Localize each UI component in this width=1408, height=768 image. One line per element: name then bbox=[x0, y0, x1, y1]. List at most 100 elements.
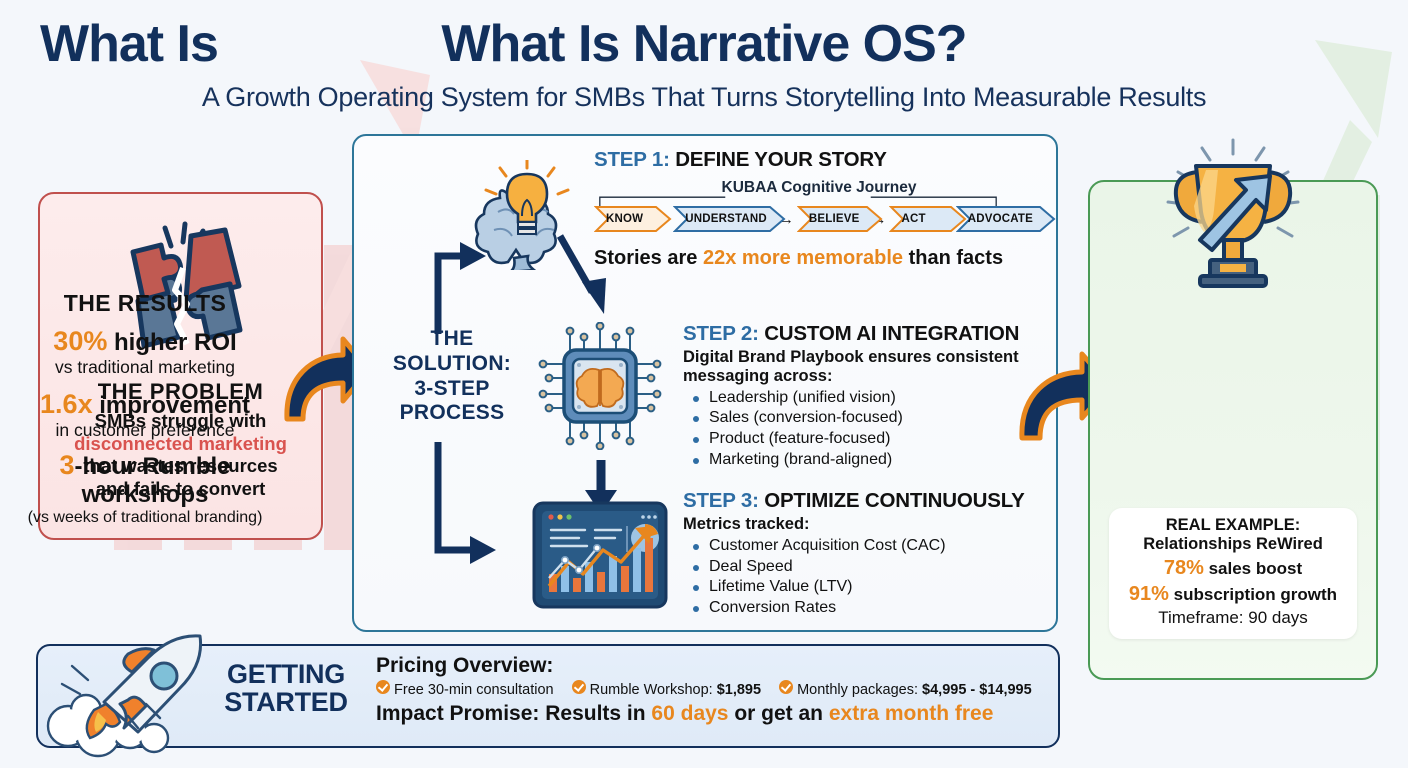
broken-puzzle-icon bbox=[97, 212, 265, 375]
pricing-item-1-label: Free 30-min consultation bbox=[394, 682, 554, 698]
pricing-items-row: Free 30-min consultation Rumble Workshop… bbox=[376, 680, 1048, 698]
pricing-item-3-label: Monthly packages: bbox=[797, 682, 923, 698]
result-stat-3: 3-hour Rumble workshops (vs weeks of tra… bbox=[0, 450, 290, 527]
result-stat-1-main: 30% higher ROI bbox=[0, 326, 290, 357]
getting-started-label: GETTING STARTED bbox=[196, 660, 376, 716]
trophy-growth-arrow-icon bbox=[1158, 138, 1308, 303]
step-3-bullet-list: Customer Acquisition Cost (CAC) Deal Spe… bbox=[683, 536, 1053, 619]
getting-started-bar bbox=[36, 644, 1060, 748]
pricing-item-2: Rumble Workshop: $1,895 bbox=[571, 680, 762, 698]
step-1-number: STEP 1: bbox=[594, 148, 670, 171]
journey-step-know[interactable]: KNOW bbox=[594, 205, 672, 233]
result-stat-3-label: -hour Rumble workshops bbox=[74, 453, 231, 508]
journey-step-believe[interactable]: BELIEVE bbox=[796, 205, 883, 233]
check-icon bbox=[571, 680, 586, 694]
solution-label-line-2: SOLUTION: bbox=[392, 351, 512, 375]
problem-body: SMBs struggle with disconnected marketin… bbox=[74, 410, 287, 500]
solution-label-line-1: THE bbox=[430, 327, 474, 350]
journey-bracket-icon bbox=[599, 196, 997, 208]
journey-step-advocate[interactable]: ADVOCATE bbox=[955, 205, 1056, 233]
real-example-stat-2-label: subscription growth bbox=[1168, 584, 1338, 604]
list-item: Marketing (brand-aligned) bbox=[683, 450, 1043, 471]
step-3-block: STEP 3: OPTIMIZE CONTINUOUSLY Metrics tr… bbox=[683, 489, 1053, 619]
step-2-block: STEP 2: CUSTOM AI INTEGRATION Digital Br… bbox=[683, 322, 1043, 471]
step-2-bullet-list: Leadership (unified vision) Sales (conve… bbox=[683, 388, 1043, 471]
rocket-icon bbox=[42, 632, 214, 763]
check-icon bbox=[779, 680, 794, 694]
results-title: THE RESULTS bbox=[63, 290, 227, 316]
journey-chevron-row: KNOW → UNDERSTAND → BELIEVE → bbox=[594, 205, 1056, 233]
real-example-card: REAL EXAMPLE: Relationships ReWired 78% … bbox=[1109, 508, 1357, 640]
result-stat-2: 1.6x improvement in customer preference bbox=[0, 389, 290, 440]
step-1-title: STEP 1: DEFINE YOUR STORY bbox=[594, 148, 1044, 172]
step-2-heading: CUSTOM AI INTEGRATION bbox=[764, 322, 1020, 345]
pricing-item-3-value: $4,995 - $14,995 bbox=[922, 682, 1032, 698]
result-stat-3-main: 3-hour Rumble workshops bbox=[0, 450, 290, 509]
step-3-subtext: Metrics tracked: bbox=[683, 515, 810, 533]
step-2-subtext-line-1: Digital Brand Playbook ensures consisten… bbox=[683, 348, 1019, 366]
getting-started-line-1: GETTING bbox=[227, 659, 345, 689]
journey-step-act[interactable]: ACT bbox=[889, 205, 968, 233]
step-1-block: STEP 1: DEFINE YOUR STORY KUBAA Cognitiv… bbox=[594, 148, 1056, 270]
pricing-item-3: Monthly packages: $4,995 - $14,995 bbox=[779, 680, 1032, 698]
journey-step-label: UNDERSTAND bbox=[685, 213, 767, 225]
real-example-heading-2: Relationships ReWired bbox=[1143, 535, 1323, 554]
journey-step-label: ACT bbox=[901, 213, 926, 225]
step-3-title: STEP 3: OPTIMIZE CONTINUOUSLY bbox=[683, 489, 1053, 513]
impact-highlight-2: extra month free bbox=[828, 702, 994, 725]
real-example-heading-1: REAL EXAMPLE: bbox=[1165, 516, 1301, 534]
impact-pre: Impact Promise: Results in bbox=[376, 702, 652, 725]
list-item: Conversion Rates bbox=[683, 598, 1053, 619]
stat-post: than facts bbox=[903, 247, 1004, 269]
getting-started-line-2: STARTED bbox=[224, 687, 348, 718]
connector-arrow-step1-to-step2-icon bbox=[556, 232, 616, 323]
step-3-heading: OPTIMIZE CONTINUOUSLY bbox=[764, 489, 1025, 512]
pricing-item-1: Free 30-min consultation bbox=[376, 680, 554, 698]
step-1-heading: DEFINE YOUR STORY bbox=[675, 148, 887, 171]
ai-chip-brain-icon bbox=[536, 321, 664, 455]
problem-line-2-highlight: disconnected marketing bbox=[74, 432, 287, 454]
journey-step-label: KNOW bbox=[606, 213, 644, 225]
problem-panel: THE PROBLEM SMBs struggle with disconnec… bbox=[38, 192, 323, 540]
solution-label-line-4: PROCESS bbox=[399, 401, 505, 425]
problem-line-3: that wastes resources bbox=[83, 455, 278, 477]
result-stat-3-value: 3 bbox=[59, 450, 75, 480]
journey-arrow-icon: → bbox=[778, 210, 794, 228]
impact-highlight-1: 60 days bbox=[651, 702, 729, 725]
result-stat-1-sub: vs traditional marketing bbox=[55, 357, 235, 377]
solution-label: THE SOLUTION: 3-STEP PROCESS bbox=[372, 327, 532, 426]
real-example-stat-1-label: sales boost bbox=[1203, 558, 1303, 578]
journey-step-label: ADVOCATE bbox=[967, 213, 1034, 225]
pricing-heading: Pricing Overview: bbox=[376, 654, 554, 677]
page-title: What Is Narrative OS? bbox=[441, 15, 967, 73]
ghost-page-title: What Is bbox=[40, 15, 219, 73]
result-stat-2-sub: in customer preference bbox=[55, 420, 235, 440]
stat-highlight: 22x more memorable bbox=[702, 247, 904, 269]
pricing-block: Pricing Overview: Free 30-min consultati… bbox=[376, 654, 1048, 726]
impact-mid: or get an bbox=[728, 702, 829, 725]
step-2-number: STEP 2: bbox=[683, 322, 759, 345]
step-2-subtext: Digital Brand Playbook ensures consisten… bbox=[683, 348, 1043, 386]
result-stat-2-value: 1.6x bbox=[40, 389, 93, 419]
problem-title: THE PROBLEM bbox=[97, 379, 264, 404]
result-stat-1-label: higher ROI bbox=[107, 329, 237, 356]
kubaa-journey: KUBAA Cognitive Journey KNOW → UNDERSTAN… bbox=[594, 179, 1056, 242]
pricing-item-2-label: Rumble Workshop: bbox=[589, 682, 717, 698]
problem-line-1: SMBs struggle with bbox=[94, 410, 267, 431]
journey-step-understand[interactable]: UNDERSTAND bbox=[673, 205, 786, 233]
result-stat-3-sub: (vs weeks of traditional branding) bbox=[27, 509, 263, 526]
connector-arrow-up-icon bbox=[430, 216, 490, 341]
result-stat-1-value: 30% bbox=[53, 326, 108, 356]
list-item: Product (feature-focused) bbox=[683, 429, 1043, 450]
page-subtitle: A Growth Operating System for SMBs That … bbox=[201, 82, 1207, 112]
pricing-item-2-value: $1,895 bbox=[716, 682, 762, 698]
list-item: Deal Speed bbox=[683, 557, 1053, 578]
result-stat-2-label: improvement bbox=[92, 392, 250, 419]
result-stat-1: 30% higher ROI vs traditional marketing bbox=[0, 326, 290, 377]
brain-lightbulb-icon bbox=[470, 158, 585, 275]
journey-label: KUBAA Cognitive Journey bbox=[721, 179, 917, 196]
real-example-stat-1-value: 78% bbox=[1163, 556, 1204, 579]
impact-promise: Impact Promise: Results in 60 days or ge… bbox=[376, 702, 1048, 726]
result-stat-2-main: 1.6x improvement bbox=[0, 389, 290, 420]
